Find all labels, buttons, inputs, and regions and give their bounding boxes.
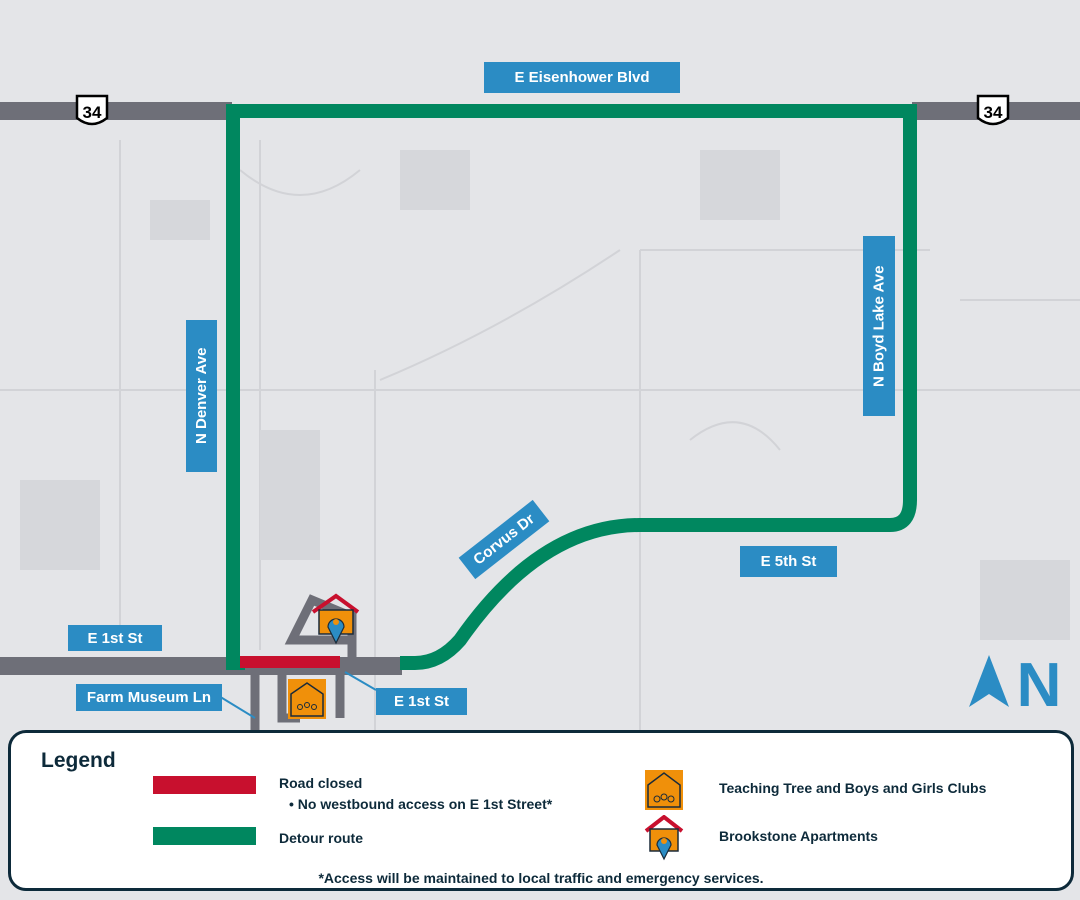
detour-label: Detour route xyxy=(279,830,363,846)
label-e-eisenhower-blvd: E Eisenhower Blvd xyxy=(484,62,680,93)
brookstone-label: Brookstone Apartments xyxy=(719,828,878,844)
teaching-tree-legend-icon xyxy=(645,770,683,810)
detour-route xyxy=(226,104,917,670)
teaching-tree-label: Teaching Tree and Boys and Girls Clubs xyxy=(719,780,987,796)
legend: Legend Road closed • No westbound access… xyxy=(8,730,1074,891)
north-arrow-icon xyxy=(969,655,1009,707)
background-streets xyxy=(0,140,1080,730)
leader-line xyxy=(344,671,377,691)
road-closed-note: • No westbound access on E 1st Street* xyxy=(289,796,553,812)
us34-shield-west: 34 xyxy=(75,94,109,126)
label-n-boyd-lake-ave: N Boyd Lake Ave xyxy=(863,236,895,416)
label-n-denver-ave: N Denver Ave xyxy=(186,320,217,472)
brookstone-apartments-icon xyxy=(311,593,360,645)
north-label: N xyxy=(1017,651,1062,720)
teaching-tree-icon xyxy=(288,679,326,719)
road-closed-swatch xyxy=(153,776,256,794)
detour-swatch xyxy=(153,827,256,845)
us34-shield-east: 34 xyxy=(976,94,1010,126)
legend-title: Legend xyxy=(41,749,116,772)
label-e-1st-st-east: E 1st St xyxy=(376,688,467,715)
north-arrow[interactable]: N xyxy=(969,651,1061,720)
background-buildings xyxy=(20,150,1070,640)
svg-text:34: 34 xyxy=(83,103,102,122)
label-farm-museum-ln: Farm Museum Ln xyxy=(76,684,222,711)
road-closed-label: Road closed xyxy=(279,775,363,791)
road-closed-note-text: No westbound access on E 1st Street* xyxy=(297,796,553,812)
label-e-5th-st: E 5th St xyxy=(740,546,837,577)
legend-footnote: *Access will be maintained to local traf… xyxy=(318,870,764,886)
brookstone-legend-icon xyxy=(644,815,684,861)
svg-text:34: 34 xyxy=(984,103,1003,122)
road-closed-segment xyxy=(240,656,340,668)
label-e-1st-st-west: E 1st St xyxy=(68,625,162,651)
